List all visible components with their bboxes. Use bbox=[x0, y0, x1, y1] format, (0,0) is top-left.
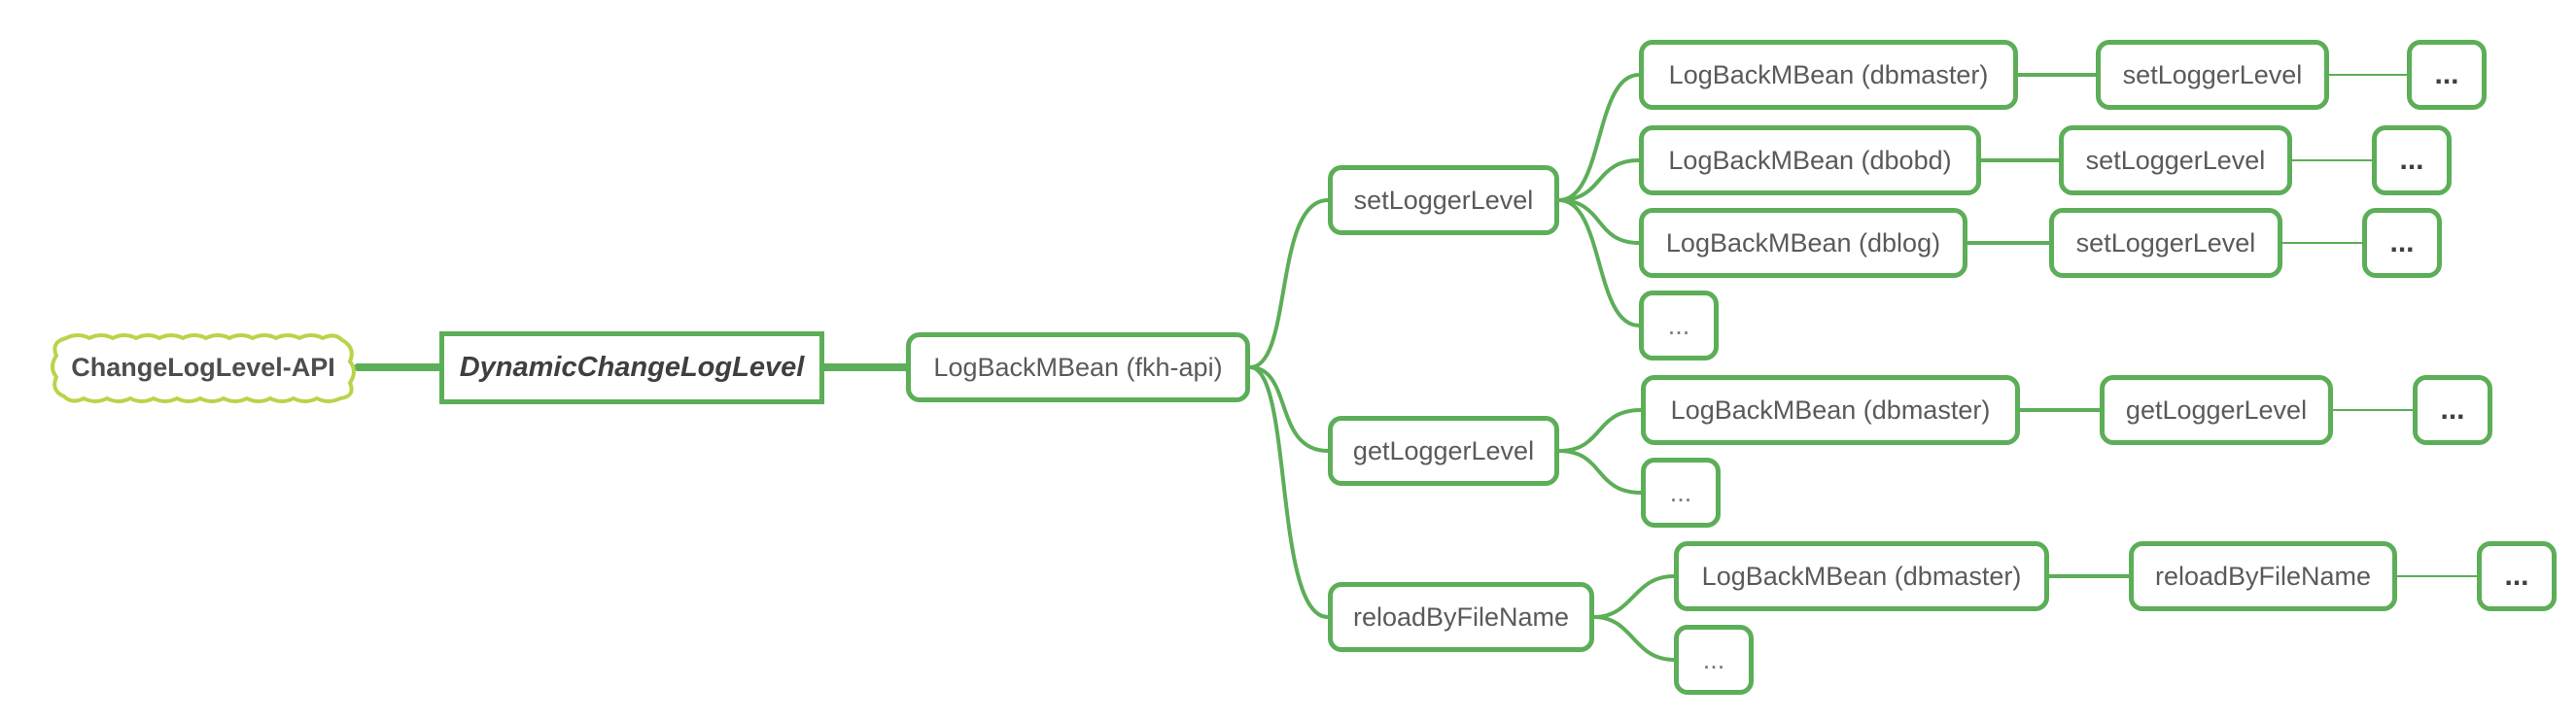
connector-bean-fkh-get bbox=[1248, 365, 1330, 453]
get-bean-dbmaster[interactable]: LogBackMBean (dbmaster) bbox=[1641, 375, 2020, 445]
cloud-outline-shape bbox=[51, 333, 356, 403]
connector-set-dbobd bbox=[1557, 158, 1641, 202]
connector-get-dbmaster bbox=[1557, 408, 1643, 453]
set-dblog-method[interactable]: setLoggerLevel bbox=[2049, 208, 2282, 278]
set-bean-dbmaster[interactable]: LogBackMBean (dbmaster) bbox=[1639, 40, 2018, 110]
root-label: ChangeLogLevel-API bbox=[71, 352, 335, 382]
connector-get-more bbox=[1557, 449, 1643, 495]
method-reload-by-file-name[interactable]: reloadByFileName bbox=[1328, 582, 1594, 652]
connector-reload-dbmaster bbox=[1592, 574, 1676, 619]
set-dbobd-more[interactable]: ... bbox=[2372, 125, 2452, 195]
method-set-logger-level[interactable]: setLoggerLevel bbox=[1328, 165, 1559, 235]
connector-bean-fkh-set bbox=[1248, 198, 1330, 369]
reload-more-node[interactable]: ... bbox=[1674, 625, 1754, 695]
set-dbmaster-method[interactable]: setLoggerLevel bbox=[2096, 40, 2329, 110]
central-topic[interactable]: DynamicChangeLogLevel bbox=[439, 331, 824, 404]
set-more-node[interactable]: ... bbox=[1639, 291, 1719, 360]
root-node[interactable]: ChangeLogLevel-API bbox=[47, 330, 360, 404]
get-dbmaster-method[interactable]: getLoggerLevel bbox=[2100, 375, 2333, 445]
set-dbmaster-more[interactable]: ... bbox=[2407, 40, 2487, 110]
set-dblog-more[interactable]: ... bbox=[2362, 208, 2442, 278]
set-bean-dblog[interactable]: LogBackMBean (dblog) bbox=[1639, 208, 1967, 278]
get-more-node[interactable]: ... bbox=[1641, 458, 1721, 528]
connector-set-more bbox=[1557, 198, 1641, 327]
connector-set-dblog bbox=[1557, 198, 1641, 245]
reload-dbmaster-more[interactable]: ... bbox=[2477, 541, 2557, 611]
set-bean-dbobd[interactable]: LogBackMBean (dbobd) bbox=[1639, 125, 1981, 195]
reload-dbmaster-method[interactable]: reloadByFileName bbox=[2129, 541, 2397, 611]
get-dbmaster-more[interactable]: ... bbox=[2413, 375, 2492, 445]
connector-set-dbmaster bbox=[1557, 73, 1641, 202]
connector-bean-fkh-reload bbox=[1248, 365, 1330, 619]
set-dbobd-method[interactable]: setLoggerLevel bbox=[2059, 125, 2292, 195]
bean-fkh-api[interactable]: LogBackMBean (fkh-api) bbox=[906, 332, 1250, 402]
connector-reload-more bbox=[1592, 615, 1676, 662]
method-get-logger-level[interactable]: getLoggerLevel bbox=[1328, 416, 1559, 486]
reload-bean-dbmaster[interactable]: LogBackMBean (dbmaster) bbox=[1674, 541, 2049, 611]
